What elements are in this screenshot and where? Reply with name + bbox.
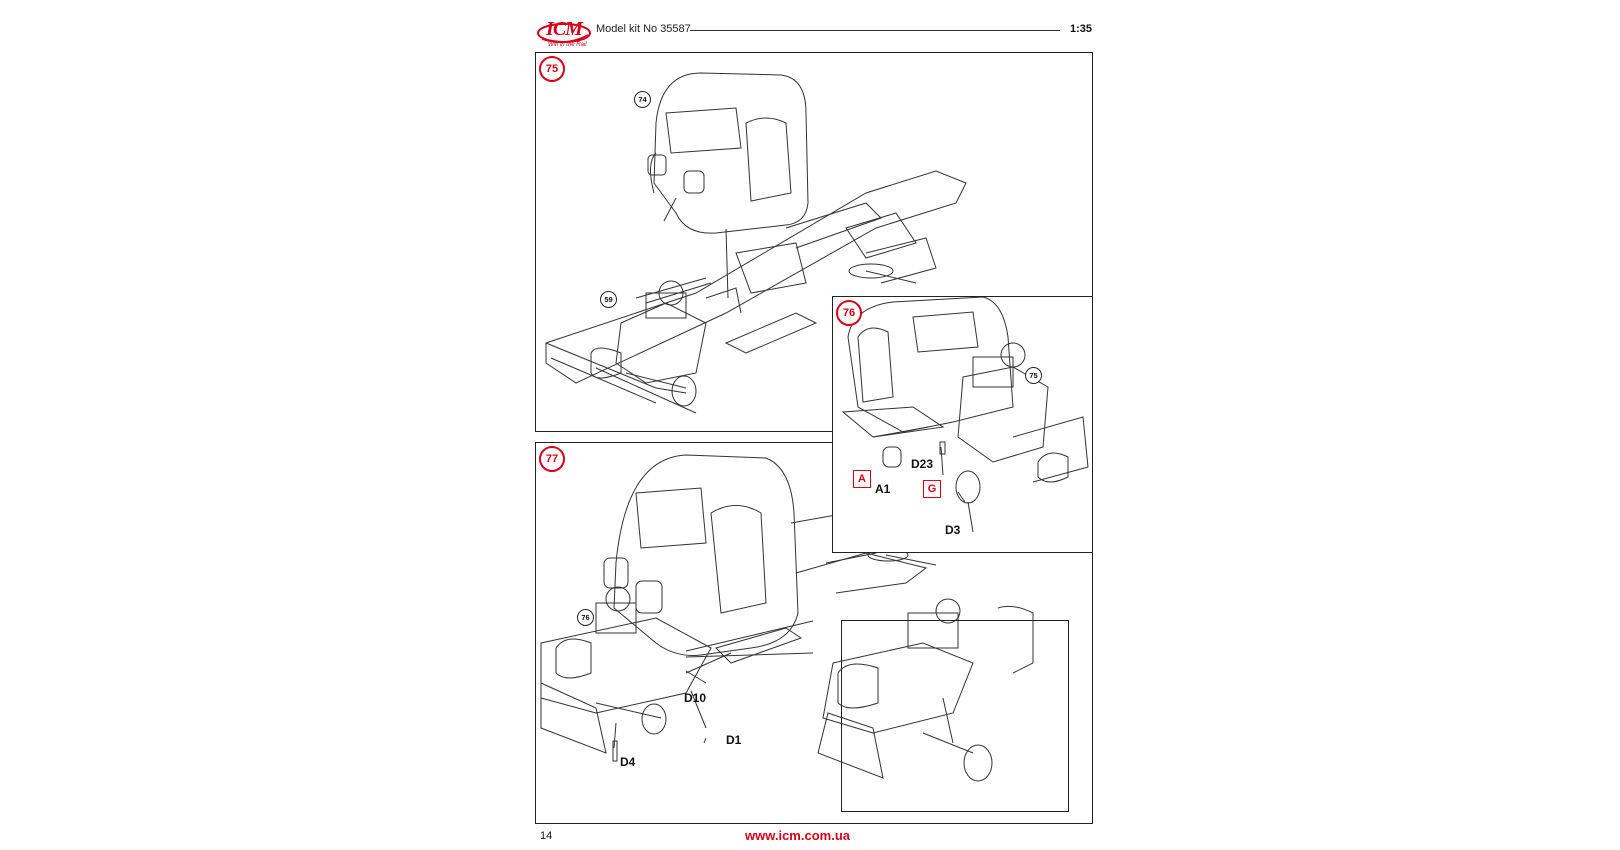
part-d10-label: D10 bbox=[684, 691, 707, 705]
step-75-number: 75 bbox=[539, 56, 565, 82]
step-75-drawing bbox=[545, 72, 967, 414]
sprue-g-label: G bbox=[923, 480, 941, 498]
ref-74: 74 bbox=[634, 91, 651, 108]
ref-76: 76 bbox=[577, 609, 594, 626]
brand-tagline: Win in the Rail bbox=[548, 42, 587, 48]
scale-label: 1:35 bbox=[1070, 23, 1093, 35]
step-76-number: 76 bbox=[836, 300, 862, 326]
sprue-a-label: A bbox=[853, 470, 871, 488]
header-divider bbox=[690, 30, 1060, 31]
part-d23-label: D23 bbox=[911, 457, 934, 471]
icm-logo-icon bbox=[537, 23, 591, 43]
ref-59: 59 bbox=[600, 291, 617, 308]
part-a1-label: A1 bbox=[875, 482, 891, 496]
brand-logo-text: ICM bbox=[546, 18, 583, 40]
step-76-drawing bbox=[841, 297, 1089, 533]
detail-inset bbox=[841, 620, 1069, 812]
step-77-number: 77 bbox=[539, 446, 565, 472]
part-d4-label: D4 bbox=[620, 755, 636, 769]
page-number: 14 bbox=[540, 830, 553, 842]
part-d1-label: D1 bbox=[726, 733, 742, 747]
kit-title: Model kit No 35587 bbox=[596, 23, 691, 35]
step-76-panel: 76 75 A A1 D23 G D3 bbox=[832, 296, 1093, 553]
step-77-drawing bbox=[540, 454, 1034, 782]
part-d3-label: D3 bbox=[945, 523, 961, 537]
website-url: www.icm.com.ua bbox=[745, 828, 850, 843]
ref-75: 75 bbox=[1025, 367, 1042, 384]
